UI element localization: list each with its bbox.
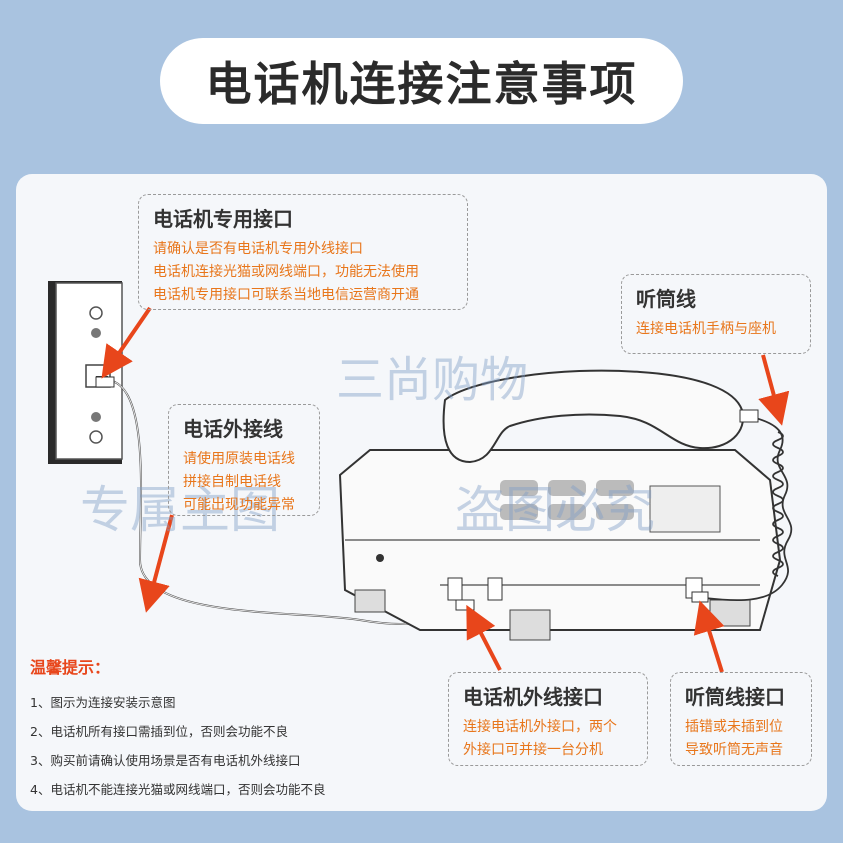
base-handset-plug	[691, 591, 709, 603]
callout-handset-cord: 听筒线 连接电话机手柄与座机	[621, 274, 811, 354]
callout-line: 拼接自制电话线	[183, 474, 281, 490]
wall-socket	[48, 281, 123, 464]
tips-title: 温馨提示：	[30, 658, 111, 677]
coiled-handset-cord	[704, 414, 793, 602]
arrow-to-handset-port	[693, 600, 725, 673]
tip-item: 3、购买前请确认使用场景是否有电话机外线接口	[30, 753, 301, 768]
tip-item: 1、图示为连接安装示意图	[30, 695, 176, 710]
callout-dedicated-port: 电话机专用接口 请确认是否有电话机专用外线接口 电话机连接光猫或网线端口，功能无…	[138, 194, 468, 310]
callout-line: 请使用原装电话线	[183, 451, 295, 467]
callout-line: 电话机专用接口可联系当地电信运营商开通	[153, 287, 419, 303]
handset	[442, 369, 745, 464]
callout-handset-port: 听筒线接口 插错或未插到位 导致听筒无声音	[670, 672, 812, 766]
callout-title: 电话机专用接口	[153, 207, 293, 231]
callout-line: 电话机连接光猫或网线端口，功能无法使用	[153, 264, 419, 280]
arrow-to-external-cable	[138, 514, 174, 613]
phone-base	[338, 449, 782, 641]
tip-item: 2、电话机所有接口需插到位，否则会功能不良	[30, 724, 288, 739]
arrow-to-phone-line-port	[466, 604, 502, 671]
callout-title: 电话外接线	[183, 417, 283, 441]
callout-line: 插错或未插到位	[685, 719, 783, 735]
tip-item: 4、电话机不能连接光猫或网线端口，否则会功能不良	[30, 782, 326, 797]
phone-line-plug	[455, 599, 475, 611]
callout-phone-line-port: 电话机外线接口 连接电话机外接口，两个 外接口可并接一台分机	[448, 672, 648, 766]
wall-plug	[95, 376, 115, 388]
title-banner: 电话机连接注意事项	[160, 38, 683, 124]
page-title: 电话机连接注意事项	[205, 57, 638, 111]
callout-title: 听筒线接口	[685, 685, 785, 709]
callout-external-line: 电话外接线 请使用原装电话线 拼接自制电话线 可能出现功能异常	[168, 404, 320, 516]
callout-line: 外接口可并接一台分机	[463, 742, 603, 758]
callout-line: 连接电话机手柄与座机	[636, 321, 776, 337]
handset-plug	[739, 409, 759, 423]
callout-line: 连接电话机外接口，两个	[463, 719, 617, 735]
arrow-to-wall-jack	[101, 306, 152, 379]
callout-line: 可能出现功能异常	[183, 497, 295, 513]
arrow-to-handset-cord	[758, 354, 790, 426]
tips-section: 温馨提示： 1、图示为连接安装示意图 2、电话机所有接口需插到位，否则会功能不良…	[30, 654, 325, 804]
callout-line: 请确认是否有电话机专用外线接口	[153, 241, 363, 257]
callout-line: 导致听筒无声音	[685, 742, 783, 758]
callout-title: 听筒线	[636, 287, 696, 311]
callout-title: 电话机外线接口	[463, 685, 603, 709]
